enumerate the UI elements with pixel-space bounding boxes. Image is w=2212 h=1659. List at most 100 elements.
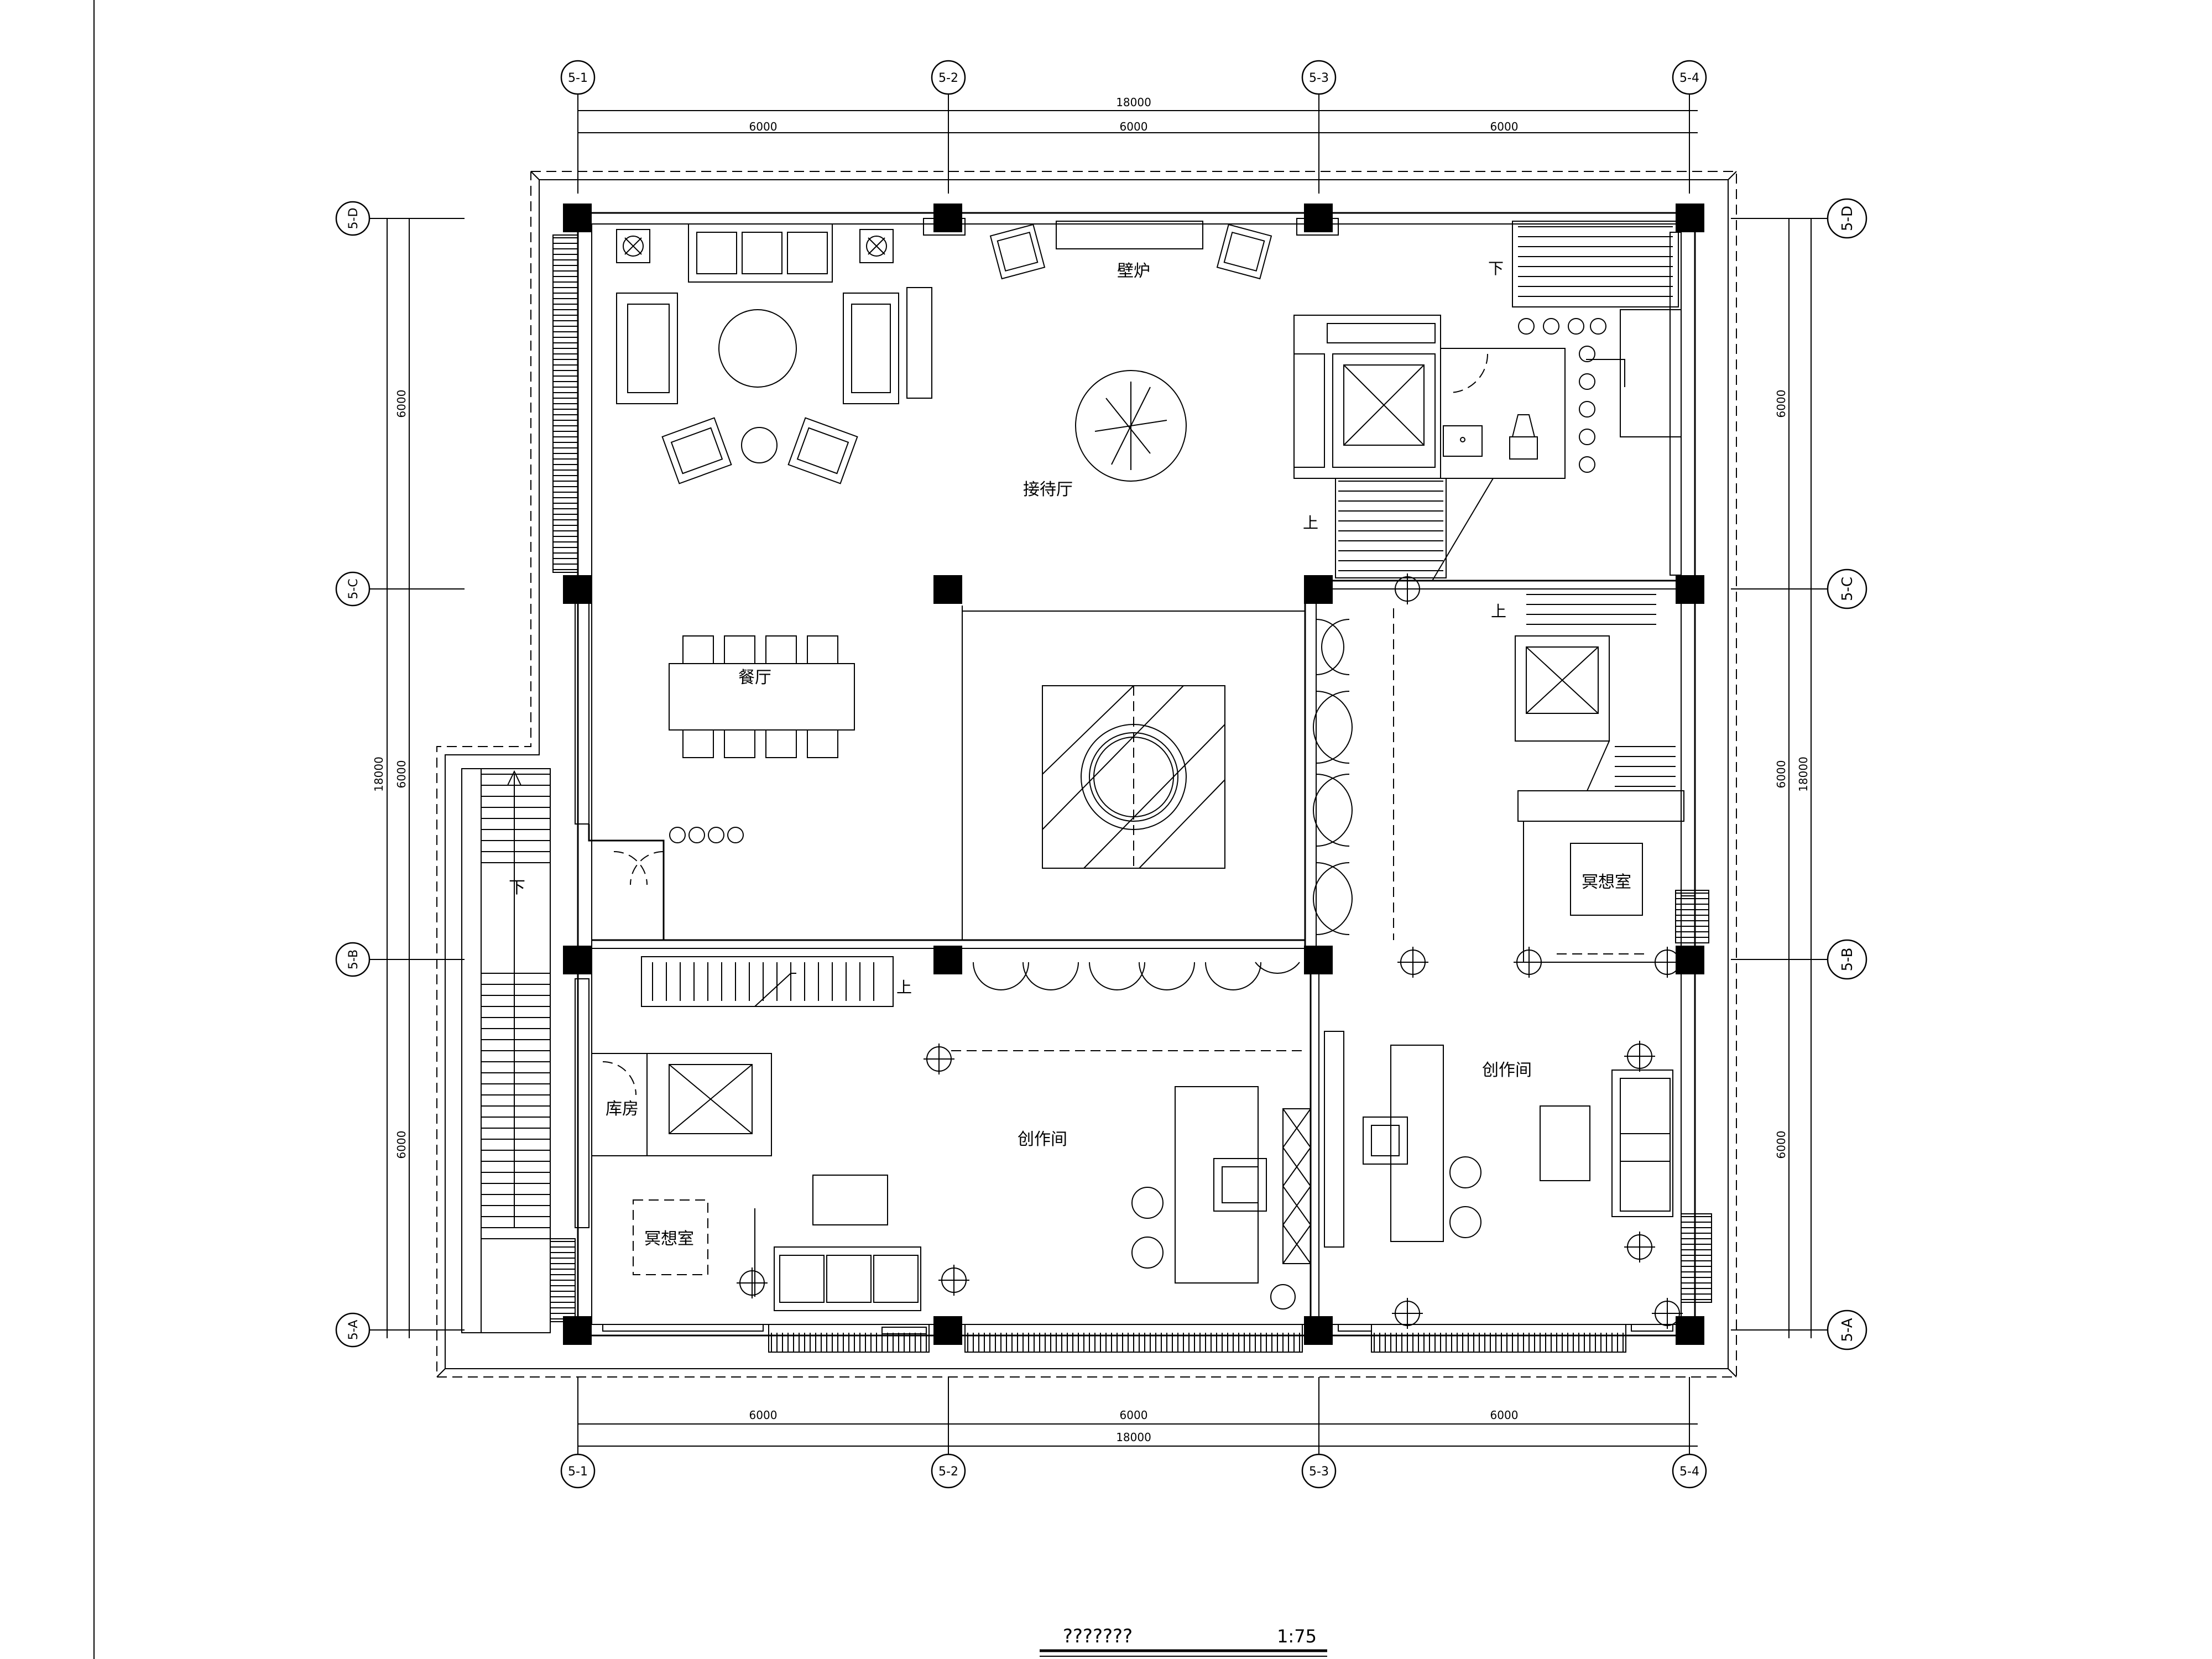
column-5-3-5-B bbox=[1304, 946, 1333, 974]
grid-label-left-5-D: 5-D bbox=[347, 208, 361, 229]
grid-label-left-5-B: 5-B bbox=[347, 950, 361, 969]
folding-doors-south bbox=[951, 962, 1305, 1051]
grid-bubble-bottom-5-1 bbox=[560, 1453, 596, 1489]
exterior-walls bbox=[577, 212, 1696, 1337]
drawing-scale: 1:75 bbox=[1277, 1626, 1317, 1647]
grid-label-right-5-B: 5-B bbox=[1839, 948, 1856, 972]
column-5-3-5-C bbox=[1304, 575, 1333, 604]
southeast-studio-furniture bbox=[1324, 1031, 1673, 1248]
column-5-4-5-C bbox=[1676, 575, 1704, 604]
dim-bottom-total: 18000 bbox=[1116, 1431, 1151, 1444]
top-dimensions: 18000 6000 6000 6000 bbox=[577, 88, 1698, 194]
column-5-4-5-D bbox=[1676, 204, 1704, 232]
drawing-title: ??????? bbox=[1063, 1625, 1133, 1647]
central-atrium bbox=[1042, 685, 1225, 869]
window-hatching bbox=[550, 237, 1712, 1352]
dim-left-span-2: 6000 bbox=[395, 760, 408, 789]
grid-bubble-bottom-5-3 bbox=[1301, 1453, 1337, 1489]
grid-bubbles: 5-1 5-2 5-3 5-4 5-1 5-2 5-3 5-4 5-D 5-C … bbox=[335, 60, 1867, 1489]
ne-plants bbox=[1518, 318, 1606, 473]
grid-label-bottom-5-1: 5-1 bbox=[568, 1465, 588, 1479]
drawing-title-block: ??????? 1:75 bbox=[1040, 1625, 1327, 1657]
grid-label-top-5-2: 5-2 bbox=[938, 71, 958, 85]
structural-columns bbox=[563, 204, 1704, 1345]
dim-bottom-span-1: 6000 bbox=[749, 1408, 778, 1422]
dim-top-total: 18000 bbox=[1116, 96, 1151, 109]
folding-doors-east bbox=[1313, 608, 1394, 940]
dim-right-span-1: 6000 bbox=[1775, 390, 1788, 418]
grid-label-left-5-A: 5-A bbox=[347, 1320, 361, 1340]
grid-label-top-5-3: 5-3 bbox=[1309, 71, 1329, 85]
stair-label-down-ne: 下 bbox=[1488, 259, 1504, 278]
grid-bubble-top-5-2 bbox=[931, 60, 966, 95]
room-label-reception-hall: 接待厅 bbox=[1023, 480, 1073, 499]
east-stair-treads bbox=[1526, 594, 1676, 787]
room-label-fireplace: 壁炉 bbox=[1117, 262, 1150, 281]
floor-lamps bbox=[737, 573, 1683, 1329]
living-furniture bbox=[616, 223, 932, 484]
grid-axis-stubs bbox=[369, 218, 1828, 1331]
grid-bubble-top-5-4 bbox=[1672, 60, 1707, 95]
grid-label-top-5-4: 5-4 bbox=[1679, 71, 1699, 85]
dim-top-span-1: 6000 bbox=[749, 120, 778, 133]
dim-top-span-2: 6000 bbox=[1120, 120, 1148, 133]
grid-bubble-bottom-5-2 bbox=[931, 1453, 966, 1489]
dim-right-total: 18000 bbox=[1797, 757, 1810, 792]
central-plant bbox=[1075, 370, 1187, 482]
west-stair-treads bbox=[481, 774, 550, 1239]
room-label-storage: 库房 bbox=[606, 1099, 639, 1119]
bottom-dimensions: 6000 6000 6000 18000 bbox=[577, 1377, 1698, 1460]
eaves-outline bbox=[436, 171, 1737, 1378]
ne-core bbox=[1293, 221, 1682, 581]
column-5-1-5-C bbox=[563, 575, 592, 604]
column-5-2-5-A bbox=[933, 1316, 962, 1345]
column-5-3-5-A bbox=[1304, 1316, 1333, 1345]
stair-label-down-west: 下 bbox=[509, 878, 525, 898]
dim-bottom-span-2: 6000 bbox=[1120, 1408, 1148, 1422]
grid-label-left-5-C: 5-C bbox=[347, 578, 361, 599]
grid-bubble-left-5-D bbox=[335, 201, 371, 236]
column-5-1-5-D bbox=[563, 204, 592, 232]
column-5-4-5-B bbox=[1676, 946, 1704, 974]
dim-bottom-span-3: 6000 bbox=[1490, 1408, 1519, 1422]
column-5-2-5-B bbox=[933, 946, 962, 974]
room-label-meditation-east: 冥想室 bbox=[1582, 873, 1631, 892]
dim-right-span-2: 6000 bbox=[1775, 760, 1788, 789]
column-5-1-5-A bbox=[563, 1316, 592, 1345]
grid-label-bottom-5-4: 5-4 bbox=[1679, 1465, 1699, 1479]
grid-label-bottom-5-2: 5-2 bbox=[938, 1465, 958, 1479]
room-label-dining-hall: 餐厅 bbox=[738, 668, 771, 687]
dim-left-span-3: 6000 bbox=[395, 1131, 408, 1159]
dining-planter bbox=[613, 827, 744, 885]
grid-label-right-5-D: 5-D bbox=[1839, 206, 1856, 231]
room-label-meditation-south: 冥想室 bbox=[644, 1229, 694, 1249]
stair-label-up-south: 上 bbox=[896, 978, 912, 997]
grid-bubble-top-5-1 bbox=[560, 60, 596, 95]
stair-label-up-ne: 上 bbox=[1303, 514, 1318, 532]
south-studio-furniture bbox=[633, 1086, 1311, 1311]
dining-furniture bbox=[669, 635, 855, 758]
column-5-4-5-A bbox=[1676, 1316, 1704, 1345]
grid-bubble-top-5-3 bbox=[1301, 60, 1337, 95]
fireplace-area bbox=[923, 218, 1339, 280]
dim-left-span-1: 6000 bbox=[395, 390, 408, 418]
dim-top-span-3: 6000 bbox=[1490, 120, 1519, 133]
column-5-1-5-B bbox=[563, 946, 592, 974]
ne-stair-treads bbox=[1338, 226, 1673, 571]
dim-left-total: 18000 bbox=[372, 757, 385, 792]
stair-label-up-east: 上 bbox=[1491, 602, 1506, 620]
grid-bubble-bottom-5-4 bbox=[1672, 1453, 1707, 1489]
dim-right-span-3: 6000 bbox=[1775, 1131, 1788, 1159]
right-dimensions: 6000 6000 6000 18000 bbox=[1731, 218, 1825, 1338]
column-5-2-5-C bbox=[933, 575, 962, 604]
left-dimensions: 18000 6000 6000 6000 bbox=[372, 218, 465, 1338]
sw-stair-treads bbox=[652, 962, 874, 1001]
grid-label-top-5-1: 5-1 bbox=[568, 71, 588, 85]
grid-label-right-5-A: 5-A bbox=[1839, 1318, 1856, 1342]
room-label-studio-southeast: 创作间 bbox=[1482, 1061, 1532, 1080]
sw-core bbox=[591, 956, 894, 1156]
grid-label-right-5-C: 5-C bbox=[1839, 577, 1856, 601]
east-core bbox=[1515, 635, 1684, 963]
grid-label-bottom-5-3: 5-3 bbox=[1309, 1465, 1329, 1479]
